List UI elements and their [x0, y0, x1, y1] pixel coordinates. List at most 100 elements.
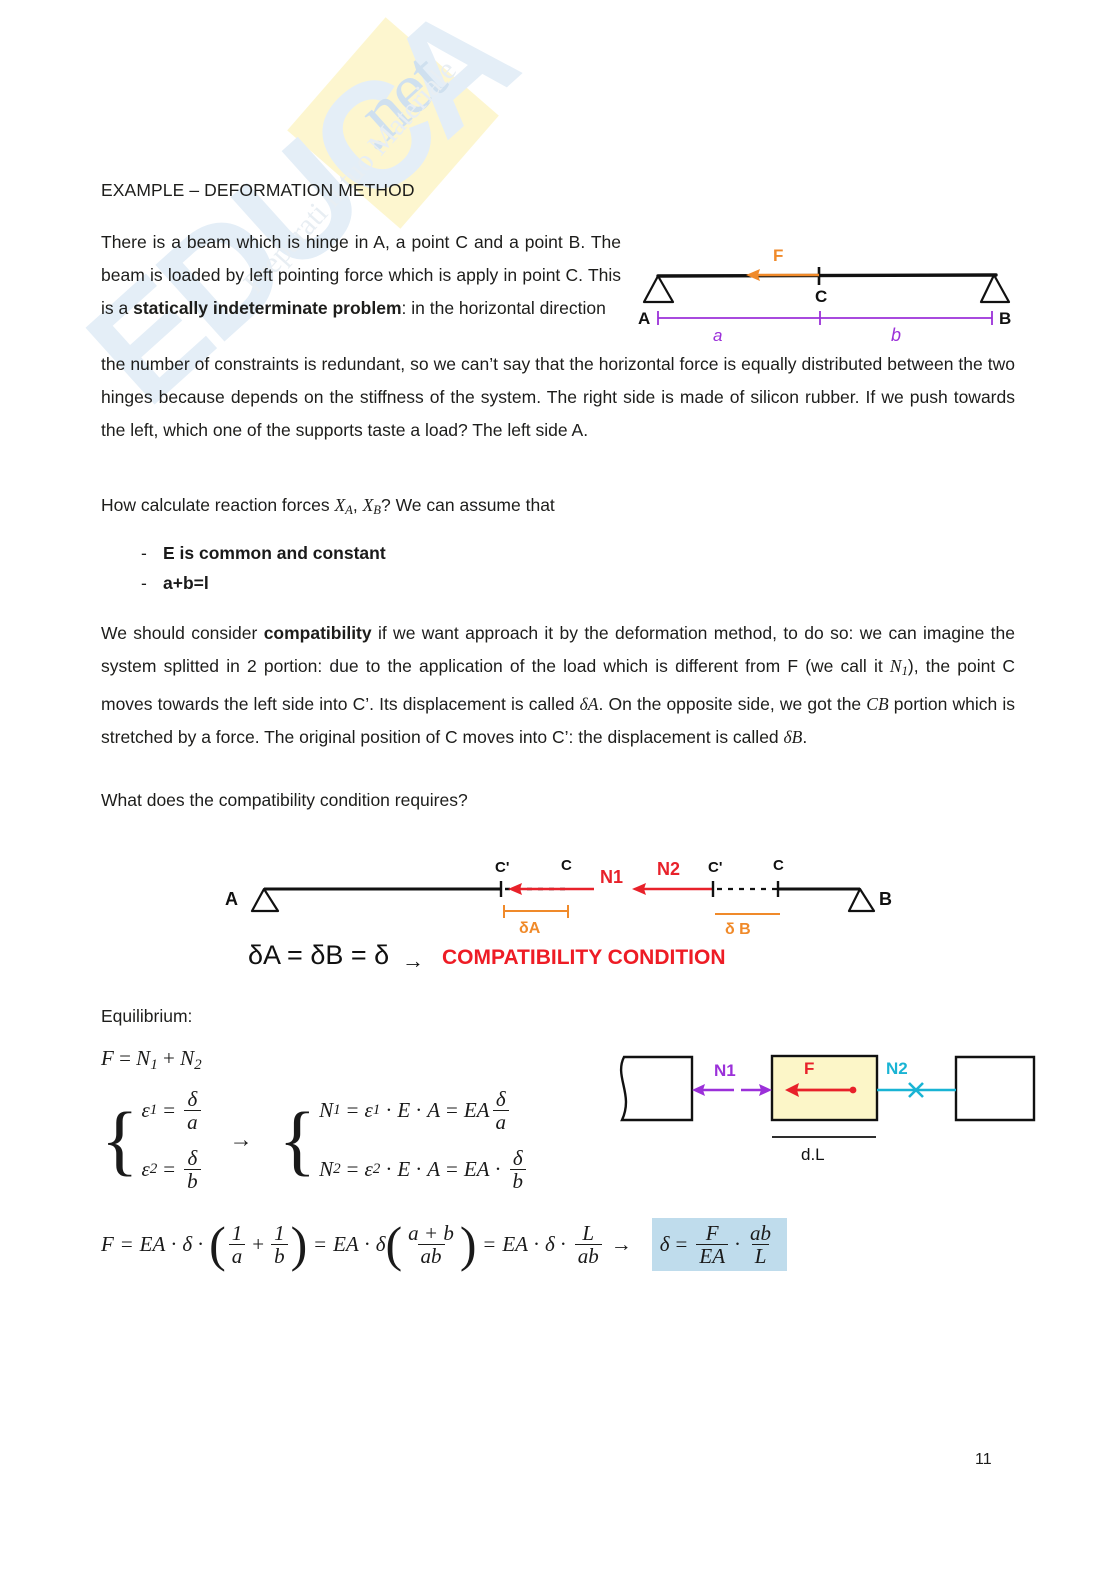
- paren-close-icon: ): [290, 1216, 308, 1273]
- fin-eq2: =: [314, 1232, 327, 1257]
- frac-den: a: [184, 1110, 201, 1133]
- compat-arrow: →: [402, 948, 424, 973]
- n2-arrow-head-icon: [632, 883, 646, 895]
- compat-part5: portion which is stretched by a force. T…: [101, 694, 1015, 748]
- frac-den: a: [228, 1244, 246, 1267]
- symbol-cb: CB: [866, 694, 889, 715]
- equation-equilibrium: F = N1 + N2: [101, 1046, 202, 1074]
- compat-black-text: δA = δB = δ: [248, 940, 389, 970]
- fin-dot2: ·: [197, 1232, 205, 1257]
- n2-e: E: [397, 1157, 411, 1182]
- frac-den: b: [509, 1169, 527, 1192]
- paragraph-reaction-forces: How calculate reaction forces XA, XB? We…: [101, 489, 801, 527]
- fin-arrow: →: [610, 1232, 632, 1257]
- label-c: C: [815, 287, 827, 306]
- support-triangle-b-icon: [979, 273, 1011, 304]
- frac-num: δ: [187, 1146, 198, 1171]
- n1-lhs: N: [319, 1098, 334, 1123]
- figure-beam-diagram: F C A B a b: [636, 240, 1016, 350]
- left-block: [619, 1055, 694, 1122]
- eps1-sub: 1: [149, 1102, 158, 1119]
- force-arrow-tail-dot: [849, 1086, 857, 1094]
- left-brace-icon: {: [101, 1096, 139, 1184]
- fin-plus: +: [252, 1232, 265, 1257]
- compat-part4: . On the opposite side, we got the: [598, 694, 867, 715]
- fraction-delta-b: δ b: [184, 1147, 201, 1192]
- list-item: - E is common and constant: [101, 538, 386, 568]
- frac-den: ab: [417, 1244, 445, 1267]
- paragraph-intro-part2: : in the horizontal direction: [401, 298, 606, 318]
- n2-label: N2: [657, 859, 680, 879]
- force-arrow-head-icon: [746, 269, 760, 281]
- n1-eps-sub: 1: [372, 1102, 381, 1119]
- center-element: [770, 1054, 879, 1122]
- frac-num: δ: [495, 1087, 506, 1111]
- eps1: ε: [141, 1098, 150, 1123]
- paren-open-icon: (: [209, 1216, 226, 1273]
- n1-a: A: [427, 1098, 441, 1123]
- paragraph-question: What does the compatibility condition re…: [101, 790, 468, 810]
- reaction-comma: ,: [352, 495, 363, 515]
- delta-b-label: δ B: [725, 921, 751, 938]
- n2-a: A: [427, 1157, 441, 1182]
- bullet-text: E is common and constant: [163, 543, 386, 563]
- frac-den: ab: [574, 1244, 602, 1267]
- fin-eq3: =: [483, 1232, 496, 1257]
- fraction-delta-a: δ a: [184, 1088, 201, 1133]
- support-triangle-b-icon: [847, 887, 876, 913]
- delta-a-label: δA: [519, 920, 541, 937]
- dimension-label-b: b: [891, 325, 901, 345]
- fraction-delta-over-b: δ b: [509, 1146, 527, 1192]
- eq-plus: +: [163, 1046, 175, 1070]
- figure-element-diagram: N1 F N2 d.L: [604, 1032, 1044, 1172]
- fin-delta1: δ: [182, 1232, 193, 1257]
- frac-num: δ: [187, 1087, 198, 1111]
- force-arrow-head-icon: [785, 1083, 799, 1097]
- n1-arrow-head-right-icon: [759, 1084, 772, 1096]
- compat-part2: if we want approach it by the deformatio…: [101, 623, 1015, 676]
- n1-ea: EA: [463, 1098, 490, 1123]
- frac-num: δ: [512, 1146, 523, 1171]
- force-label: F: [773, 246, 783, 265]
- reaction-text-part2: ? We can assume that: [381, 495, 555, 515]
- n1-e: E: [397, 1098, 411, 1123]
- assumptions-list: - E is common and constant - a+b=l: [101, 538, 386, 598]
- fraction-f-over-ea: F EA: [696, 1222, 729, 1267]
- n2-dot2: ·: [415, 1157, 423, 1182]
- frac-num: L: [582, 1221, 595, 1245]
- label-c-right: C: [773, 857, 784, 874]
- bullet-marker: -: [141, 543, 147, 563]
- n1-dot1: ·: [385, 1098, 393, 1123]
- eps2-sub: 2: [149, 1161, 158, 1178]
- paragraph-constraints: the number of constraints is redundant, …: [101, 354, 1015, 440]
- n2-eps: ε: [364, 1157, 373, 1182]
- compat-part1: We should consider: [101, 623, 264, 643]
- n1-eq2: =: [446, 1098, 458, 1123]
- fin-dot4: ·: [533, 1232, 540, 1257]
- list-item: - a+b=l: [101, 568, 386, 598]
- frac-den: b: [184, 1169, 201, 1192]
- fin-dot5: ·: [559, 1232, 567, 1257]
- symbol-n1-sub: 1: [901, 664, 908, 679]
- compat-red-text: COMPATIBILITY CONDITION: [442, 946, 726, 969]
- paragraph-intro-bold: statically indeterminate problem: [133, 298, 402, 318]
- fin-ea1: EA: [139, 1232, 166, 1257]
- reaction-text-part1: How calculate reaction forces: [101, 495, 335, 515]
- fraction-delta-over-a: δ a: [492, 1087, 510, 1133]
- n1-arrow-head-left-icon: [692, 1084, 705, 1096]
- fin-delta2: δ: [375, 1232, 386, 1257]
- frac-den: L: [751, 1244, 770, 1267]
- compat-part3: ), the point C moves towards the left si…: [101, 656, 1015, 715]
- n2-eq1: =: [346, 1157, 359, 1182]
- bullet-text: a+b=l: [163, 573, 209, 593]
- frac-num: 1: [231, 1221, 243, 1245]
- eq-n2-sub: 2: [194, 1056, 202, 1073]
- frac-den: EA: [696, 1244, 729, 1267]
- implies-arrow: →: [229, 1127, 253, 1153]
- page-number: 11: [975, 1451, 992, 1468]
- eq-n1: N: [136, 1046, 151, 1070]
